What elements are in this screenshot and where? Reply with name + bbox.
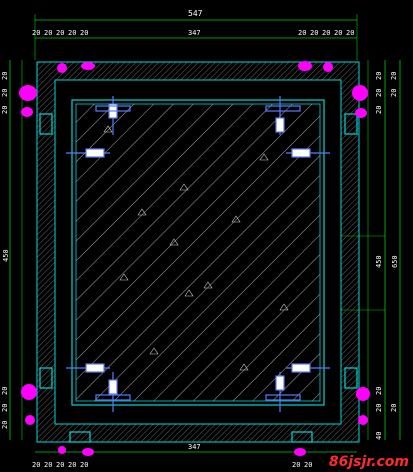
marker-11: [356, 387, 370, 401]
dim-20-r1: 20: [375, 72, 383, 80]
bracket-left-lower: [66, 363, 110, 373]
dim-20-tr2: 20: [310, 29, 318, 37]
top-dimension-group: 547 347 20 20 20 20 20 20 20 20 20 20: [32, 9, 358, 60]
bracket-top-right: [265, 96, 301, 135]
top-right-small-dims: 20 20 20 20 20: [298, 29, 354, 37]
dim-20-ro1: 20: [390, 72, 398, 80]
dim-20-bl3: 20: [56, 461, 64, 469]
dim-20-tl4: 20: [68, 29, 76, 37]
dim-20-bl5: 20: [80, 461, 88, 469]
marker-5: [19, 85, 37, 101]
bracket-right-lower: [286, 363, 330, 373]
dim-20-tl5: 20: [80, 29, 88, 37]
glass-panel: [71, 99, 325, 406]
dim-20-l3: 20: [1, 106, 9, 114]
left-vertical-dim: 450: [2, 249, 10, 262]
dim-20-br1: 20: [292, 461, 300, 469]
fixing-brackets: [66, 96, 330, 412]
marker-4: [323, 62, 333, 72]
dim-20-l1: 20: [1, 72, 9, 80]
right-outer-vertical-dim: 650: [391, 255, 399, 268]
dim-20-tr1: 20: [298, 29, 306, 37]
dim-20-r5: 20: [375, 404, 383, 412]
marker-14: [82, 448, 94, 456]
dim-20-bl1: 20: [32, 461, 40, 469]
bottom-inner-dim: 347: [188, 443, 201, 451]
top-left-small-dims: 20 20 20 20 20: [32, 29, 88, 37]
dim-20-l2: 20: [1, 89, 9, 97]
anchor-right-bottom: [344, 367, 358, 389]
dim-40-r6: 40: [375, 432, 383, 440]
dim-20-ro2: 20: [390, 89, 398, 97]
concrete-speckles: [103, 125, 289, 371]
watermark: 86jsjr.com: [328, 454, 409, 470]
anchor-right-top: [344, 113, 358, 135]
anchor-bottom-right: [291, 431, 313, 443]
marker-12: [358, 415, 368, 425]
anchor-plates: [39, 113, 358, 443]
dim-20-tl2: 20: [44, 29, 52, 37]
right-inner-vertical-dim: 450: [375, 255, 383, 268]
dim-20-bl2: 20: [44, 461, 52, 469]
marker-8: [355, 108, 367, 118]
dim-20-ro3: 20: [390, 404, 398, 412]
anchor-left-top: [39, 113, 53, 135]
marker-15: [294, 448, 306, 456]
dim-20-r2: 20: [375, 89, 383, 97]
dim-20-br2: 20: [304, 461, 312, 469]
bottom-dimension-group: 347 20 20 20 20 20 20 20: [32, 443, 357, 469]
marker-10: [25, 415, 35, 425]
marker-7: [352, 85, 368, 101]
bracket-bottom-left: [95, 372, 131, 412]
dim-20-bl4: 20: [68, 461, 76, 469]
anchor-left-bottom: [39, 367, 53, 389]
dim-20-tl1: 20: [32, 29, 40, 37]
marker-9: [21, 384, 37, 400]
top-inner-dim: 347: [188, 29, 201, 37]
top-overall-dim: 547: [188, 9, 203, 18]
marker-13: [58, 446, 66, 454]
dim-20-tr3: 20: [322, 29, 330, 37]
marker-2: [81, 62, 95, 70]
dim-20-tr4: 20: [334, 29, 342, 37]
marker-1: [57, 63, 67, 73]
bracket-bottom-right: [265, 372, 301, 412]
dim-20-r3: 20: [375, 106, 383, 114]
dim-20-tl3: 20: [56, 29, 64, 37]
bracket-left-upper: [66, 148, 110, 158]
dim-20-l5: 20: [1, 404, 9, 412]
dim-20-l4: 20: [1, 387, 9, 395]
dim-20-l6: 20: [1, 421, 9, 429]
anchor-bottom-left: [69, 431, 91, 443]
dim-20-tr5: 20: [346, 29, 354, 37]
marker-3: [298, 61, 312, 71]
dim-20-r4: 20: [375, 387, 383, 395]
marker-points: [19, 61, 370, 456]
bracket-top-left: [95, 96, 131, 135]
left-dimension-group: 450 20 20 20 20 20 20: [1, 60, 23, 440]
marker-6: [21, 107, 33, 117]
bracket-right-upper: [286, 148, 330, 158]
